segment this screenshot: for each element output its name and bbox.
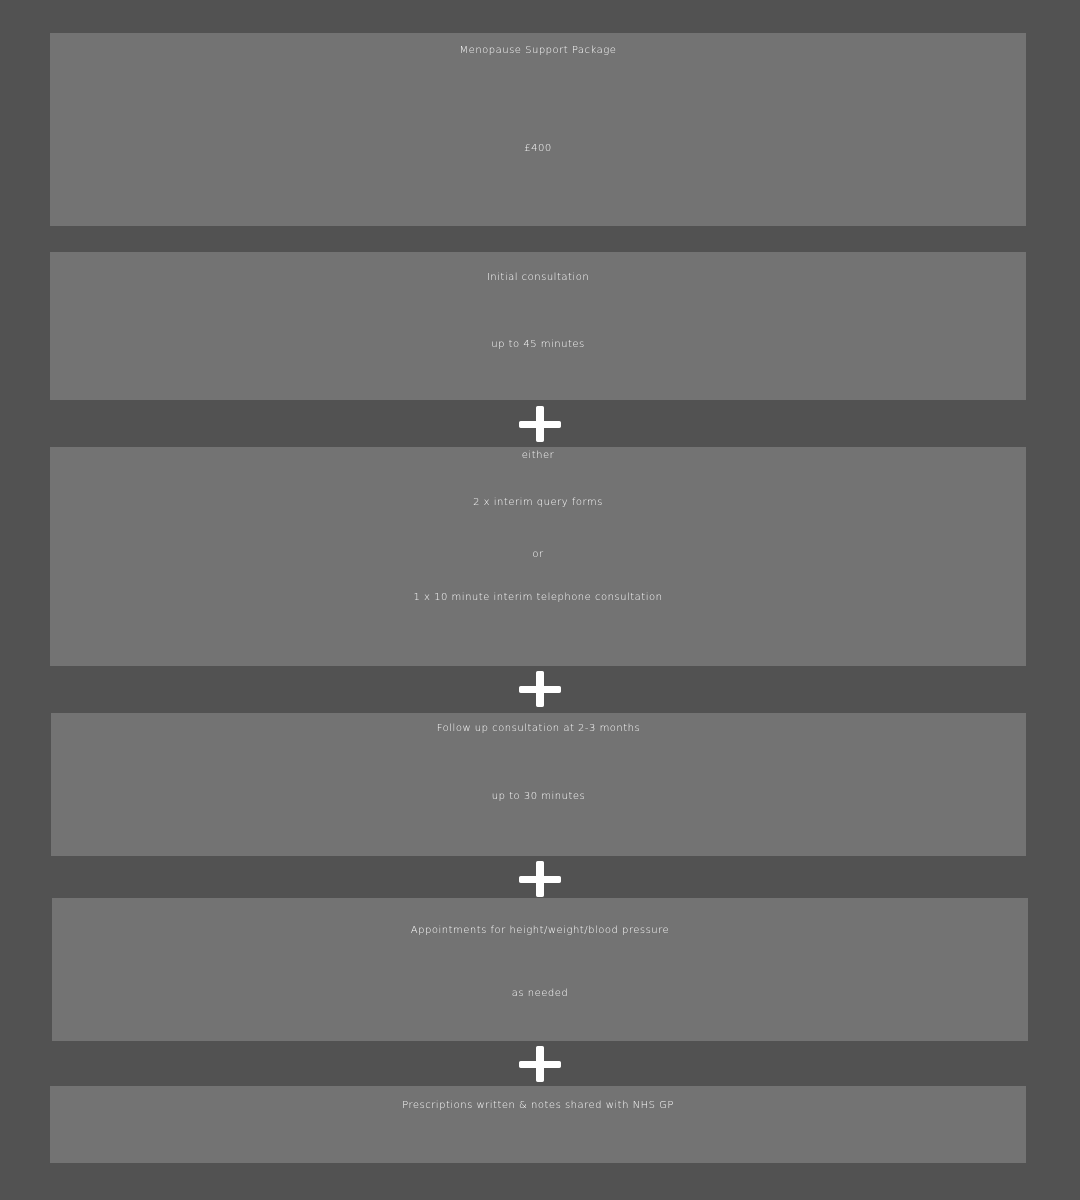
interim-options-box: either 2 x interim query forms or 1 x 10… <box>50 447 1026 666</box>
interim-query-forms-option: 2 x interim query forms <box>473 497 603 508</box>
plus-icon <box>519 406 561 442</box>
prescriptions-title: Prescriptions written & notes shared wit… <box>402 1100 674 1111</box>
appointments-box: Appointments for height/weight/blood pre… <box>52 898 1028 1041</box>
prescriptions-box: Prescriptions written & notes shared wit… <box>50 1086 1026 1163</box>
plus-icon <box>519 861 561 897</box>
telephone-consultation-option: 1 x 10 minute interim telephone consulta… <box>413 592 663 603</box>
follow-up-consultation-title: Follow up consultation at 2-3 months <box>436 723 641 734</box>
initial-consultation-title: Initial consultation <box>486 272 590 283</box>
initial-consultation-duration: up to 45 minutes <box>491 339 585 350</box>
appointments-title: Appointments for height/weight/blood pre… <box>410 925 670 936</box>
initial-consultation-box: Initial consultation up to 45 minutes <box>50 252 1026 400</box>
package-price: £400 <box>524 143 552 154</box>
follow-up-consultation-box: Follow up consultation at 2-3 months up … <box>51 713 1026 856</box>
package-title: Menopause Support Package <box>459 45 617 56</box>
plus-icon <box>519 671 561 707</box>
package-header: Menopause Support Package £400 <box>50 33 1026 226</box>
plus-icon <box>519 1046 561 1082</box>
appointments-frequency: as needed <box>511 988 569 999</box>
or-label: or <box>532 549 544 560</box>
follow-up-consultation-duration: up to 30 minutes <box>491 791 586 802</box>
either-label: either <box>521 450 555 461</box>
